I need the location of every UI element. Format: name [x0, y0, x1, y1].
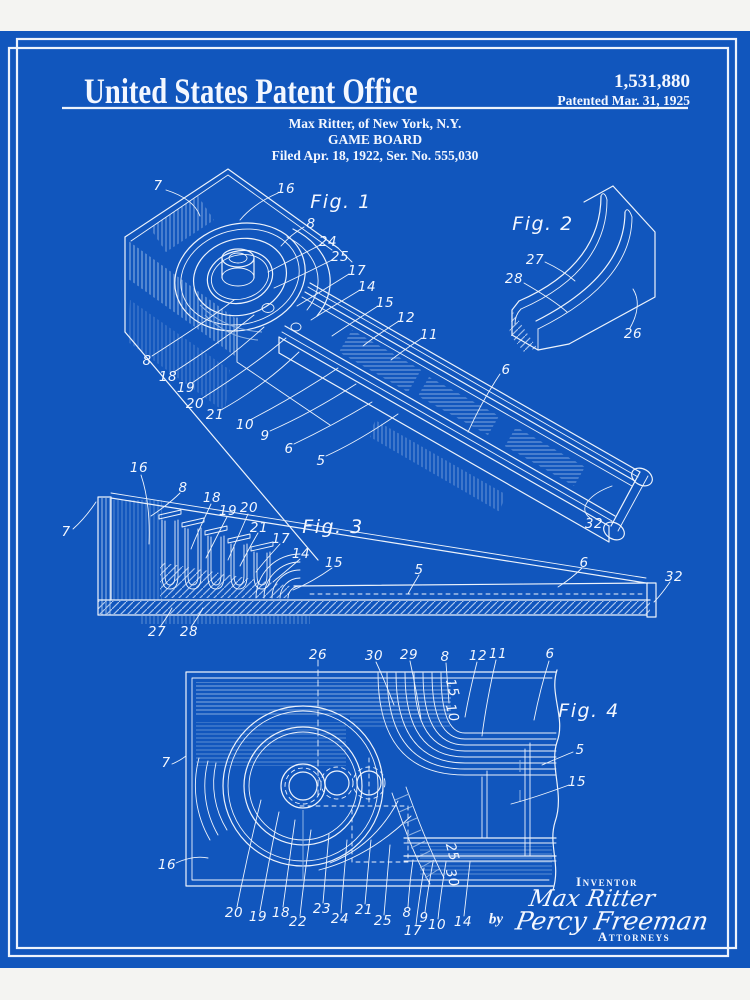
- invention-title: GAME BOARD: [327, 132, 423, 147]
- patent-number: 1,531,880: [614, 71, 690, 92]
- patent-date: Patented Mar. 31, 1925: [557, 93, 690, 108]
- fig3-drawing: [72, 474, 671, 628]
- fig4-drawing: [171, 659, 574, 926]
- by-label: by: [488, 911, 504, 928]
- border-frame: [7, 37, 738, 958]
- inventor-label: Inventor: [576, 874, 638, 889]
- attorneys-label: Attorneys: [597, 929, 671, 944]
- fig2-drawing: [509, 185, 656, 352]
- filing-line: Filed Apr. 18, 1922, Ser. No. 555,030: [271, 148, 479, 163]
- fig1-drawing: [124, 168, 653, 561]
- header-underline: [62, 107, 688, 110]
- page-title: United States Patent Office: [84, 71, 418, 111]
- inventor-byline: Max Ritter, of New York, N.Y.: [288, 116, 462, 131]
